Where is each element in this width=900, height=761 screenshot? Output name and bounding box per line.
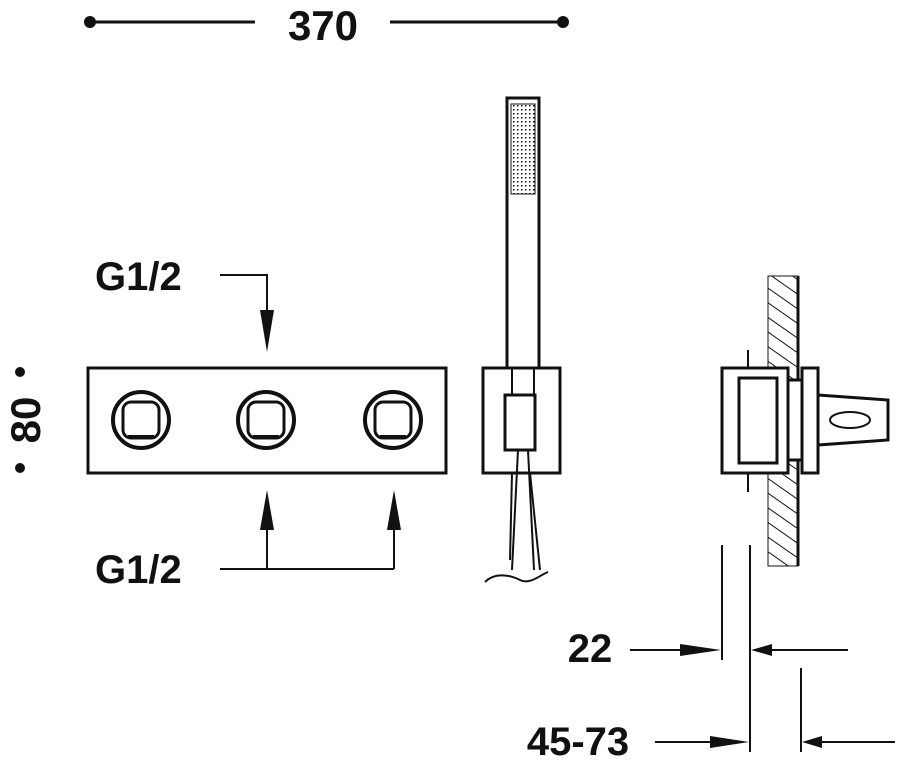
valve-knob-right: [363, 390, 423, 450]
bottom-thread-callout: G1/2: [95, 490, 401, 592]
top-thread-label: G1/2: [95, 255, 182, 299]
height-label: 80: [2, 397, 49, 444]
top-thread-callout: G1/2: [95, 255, 274, 352]
width-dimension: 370: [84, 2, 569, 49]
install-depth-label: 45-73: [527, 720, 629, 761]
wall-offset-label: 22: [568, 627, 613, 671]
wall-offset-dimension: 22: [568, 545, 848, 752]
side-section: [720, 275, 890, 567]
bottom-thread-label: G1/2: [95, 548, 182, 592]
install-depth-dimension: 45-73: [527, 668, 895, 761]
valve-knob-middle: [236, 390, 296, 450]
width-label: 370: [288, 2, 358, 49]
valve-knob-left: [111, 390, 171, 450]
front-panel: [86, 366, 448, 475]
height-dimension: 80: [2, 367, 49, 473]
hand-shower: [481, 96, 562, 583]
